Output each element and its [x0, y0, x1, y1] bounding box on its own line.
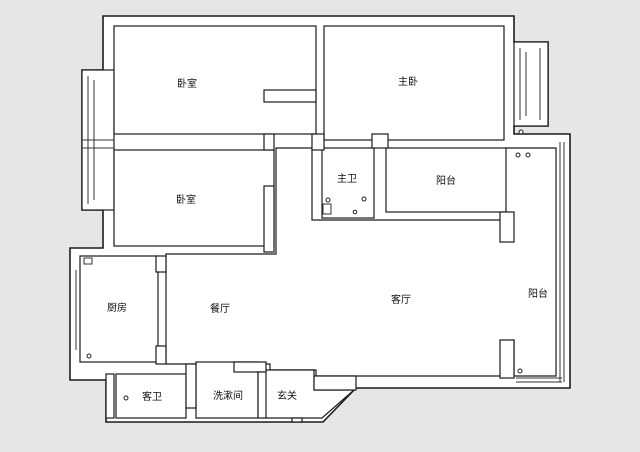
- kitchen-drain: [86, 353, 92, 359]
- label-dining-room: 餐厅: [210, 302, 230, 315]
- room-master-bedroom: [323, 25, 505, 141]
- room-balcony-north: [385, 147, 509, 213]
- bath-drain-3: [352, 209, 358, 215]
- window-west-bay: [81, 69, 115, 211]
- wall-details: [105, 89, 515, 423]
- bath-drain: [325, 197, 331, 203]
- room-bedroom-middle: [113, 149, 275, 247]
- label-bedroom-middle: 卧室: [176, 193, 196, 206]
- label-guest-bath: 客卫: [142, 390, 162, 403]
- room-outlines: [79, 25, 557, 419]
- fixtures: [83, 129, 531, 401]
- window-east-master: [513, 41, 549, 127]
- balcony-drain-1: [518, 129, 524, 135]
- balcony-railing-east: [516, 142, 565, 383]
- balcony-drain-2: [515, 152, 521, 158]
- label-bedroom-north: 卧室: [177, 77, 197, 90]
- label-entrance: 玄关: [277, 389, 297, 402]
- balcony-drain-3: [525, 152, 531, 158]
- room-guest-bath: [115, 373, 187, 419]
- toilet-outline: [322, 203, 332, 215]
- label-master-bath: 主卫: [337, 173, 357, 185]
- bath-drain-2: [361, 196, 367, 202]
- guest-bath-drain: [123, 395, 129, 401]
- label-master-bedroom: 主卧: [398, 75, 418, 88]
- label-balcony-north: 阳台: [436, 174, 456, 187]
- room-bedroom-north: [113, 25, 317, 135]
- label-living-room: 客厅: [391, 293, 411, 306]
- room-labels: 卧室 主卧 卧室 主卫 阳台 客厅 阳台 厨房 餐厅 客卫 洗漱间 玄关: [107, 75, 548, 403]
- label-kitchen: 厨房: [107, 301, 127, 314]
- balcony-drain-4: [517, 368, 523, 374]
- room-kitchen: [79, 255, 159, 363]
- label-balcony-east: 阳台: [528, 287, 548, 300]
- kitchen-flue: [83, 257, 93, 265]
- label-laundry: 洗漱间: [213, 389, 243, 402]
